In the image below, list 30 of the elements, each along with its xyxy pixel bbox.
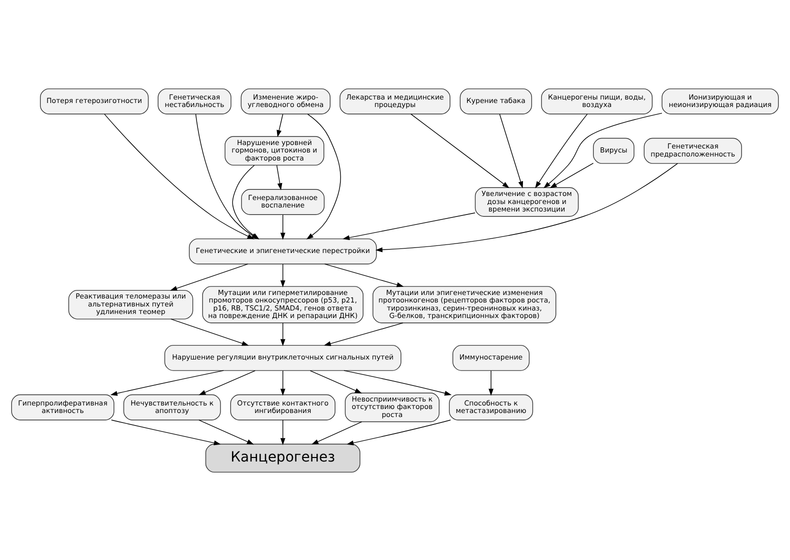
arrow [344, 370, 452, 396]
arrow [324, 322, 404, 346]
arrow [324, 263, 404, 287]
arrow [346, 419, 451, 445]
arrow [544, 112, 662, 188]
arrow [170, 263, 248, 290]
arrow [280, 322, 286, 346]
arrow [410, 113, 510, 188]
node-box: Канцерогенез [205, 443, 360, 472]
arrow [276, 113, 284, 137]
arrow [310, 370, 362, 393]
arrow [280, 370, 286, 396]
arrow [110, 370, 224, 396]
arrow [550, 162, 594, 188]
arrow [280, 214, 286, 240]
arrow [280, 263, 286, 287]
arrow [375, 162, 678, 252]
arrow [170, 318, 249, 346]
arrow [306, 113, 341, 239]
arrow [311, 420, 362, 444]
arrow [198, 419, 254, 444]
arrow [499, 113, 524, 188]
arrow [104, 113, 254, 239]
arrow [111, 419, 221, 445]
arrow [488, 370, 494, 396]
arrow [535, 113, 588, 188]
arrow [198, 370, 256, 395]
arrow [280, 419, 286, 445]
arrow [276, 164, 282, 190]
arrow [342, 212, 476, 240]
